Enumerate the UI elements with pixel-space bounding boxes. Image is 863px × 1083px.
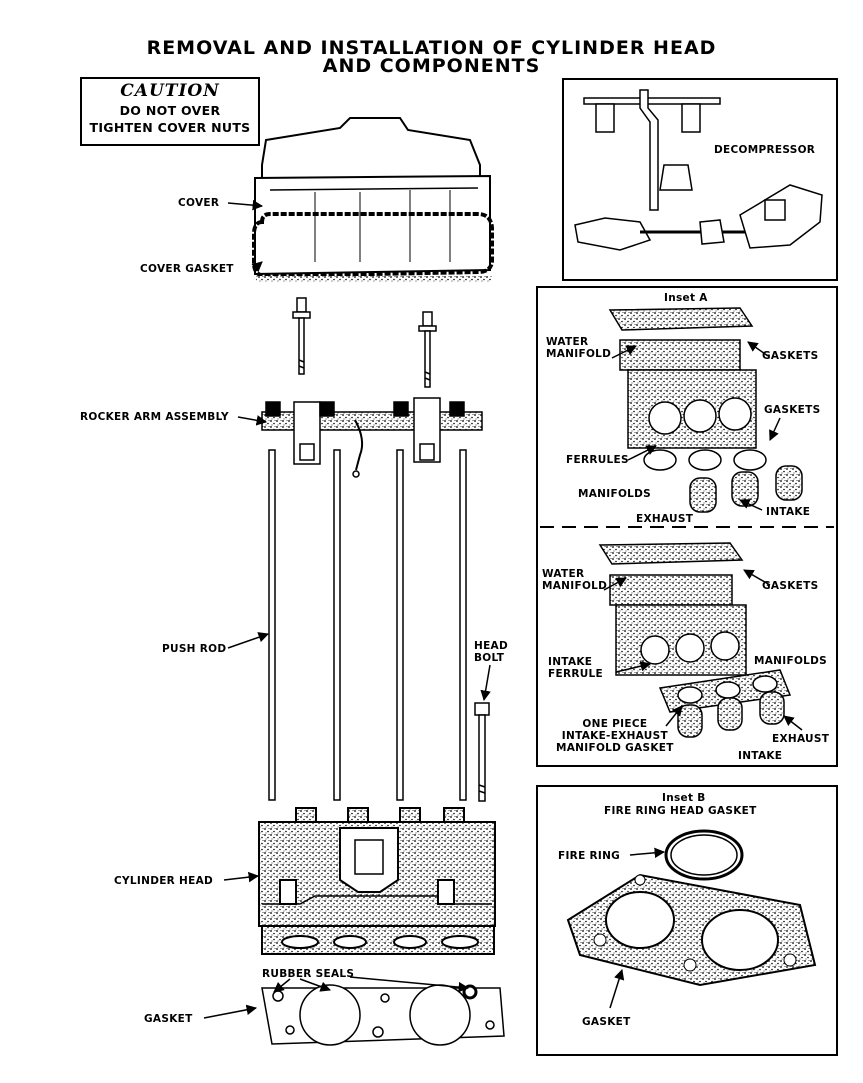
caution-heading: CAUTION bbox=[120, 81, 220, 101]
label-inset-a-gaskets-lower: GASKETS bbox=[762, 580, 819, 592]
page-title-line-1: REMOVAL AND INSTALLATION OF CYLINDER HEA… bbox=[146, 37, 717, 59]
valve-cover bbox=[254, 117, 491, 276]
caution-line-1: DO NOT OVER bbox=[119, 103, 221, 118]
label-rocker-arm-assembly: ROCKER ARM ASSEMBLY bbox=[80, 411, 229, 423]
rocker-arm-assembly bbox=[261, 397, 483, 478]
label-inset-a-one-piece-gasket: ONE PIECE INTAKE-EXHAUST MANIFOLD GASKET bbox=[556, 718, 674, 754]
label-cylinder-head: CYLINDER HEAD bbox=[114, 875, 214, 887]
label-cover: COVER bbox=[178, 197, 220, 209]
label-inset-a-ferrules: FERRULES bbox=[566, 454, 629, 466]
inset-b-parts bbox=[566, 829, 817, 987]
push-rods bbox=[268, 449, 467, 801]
leader-lines bbox=[203, 199, 803, 1019]
label-cover-gasket: COVER GASKET bbox=[140, 263, 234, 275]
label-push-rod: PUSH ROD bbox=[162, 643, 227, 655]
inset-b-title: Inset B bbox=[662, 792, 706, 804]
label-inset-a-intake-upper: INTAKE bbox=[766, 506, 811, 518]
cover-base-texture bbox=[256, 276, 492, 282]
label-rubber-seals: RUBBER SEALS bbox=[262, 968, 355, 980]
cover-gasket bbox=[252, 212, 494, 279]
head-gasket-main bbox=[261, 984, 505, 1046]
inset-a-upper-engine bbox=[608, 307, 803, 513]
label-head-bolt: HEAD BOLT bbox=[474, 640, 509, 664]
label-gasket-main: GASKET bbox=[144, 1013, 193, 1025]
label-inset-a-exhaust-upper: EXHAUST bbox=[636, 513, 694, 525]
label-inset-a-gaskets-side: GASKETS bbox=[764, 404, 821, 416]
label-inset-b-gasket: GASKET bbox=[582, 1016, 631, 1028]
rocker-stud-bolts bbox=[292, 297, 437, 388]
caution-box: CAUTION DO NOT OVER TIGHTEN COVER NUTS bbox=[80, 77, 260, 146]
label-decompressor: DECOMPRESSOR bbox=[714, 144, 816, 156]
label-inset-a-gaskets-top: GASKETS bbox=[762, 350, 819, 362]
decompressor-parts bbox=[574, 89, 823, 251]
cylinder-head bbox=[258, 807, 496, 955]
inset-a-title: Inset A bbox=[664, 292, 708, 304]
inset-b-frame bbox=[536, 785, 838, 1056]
inset-b-subtitle: FIRE RING HEAD GASKET bbox=[604, 805, 757, 817]
label-inset-a-manifolds-lower: MANIFOLDS bbox=[754, 655, 828, 667]
label-inset-a-intake-lower: INTAKE bbox=[738, 750, 783, 762]
label-inset-a-water-manifold-lower: WATER MANIFOLD bbox=[542, 568, 608, 592]
page-title-line-2: AND COMPONENTS bbox=[322, 55, 541, 77]
label-inset-b-fire-ring: FIRE RING bbox=[558, 850, 621, 862]
label-inset-a-manifolds-upper: MANIFOLDS bbox=[578, 488, 652, 500]
head-bolt bbox=[474, 702, 490, 802]
decompressor-inset bbox=[562, 78, 838, 281]
inset-a-frame bbox=[536, 286, 838, 767]
label-inset-a-water-manifold-upper: WATER MANIFOLD bbox=[546, 336, 612, 360]
label-inset-a-intake-ferrule: INTAKE FERRULE bbox=[548, 656, 604, 680]
inset-a-lower-engine bbox=[598, 542, 792, 738]
label-inset-a-exhaust-lower: EXHAUST bbox=[772, 733, 830, 745]
caution-line-2: TIGHTEN COVER NUTS bbox=[89, 120, 251, 135]
